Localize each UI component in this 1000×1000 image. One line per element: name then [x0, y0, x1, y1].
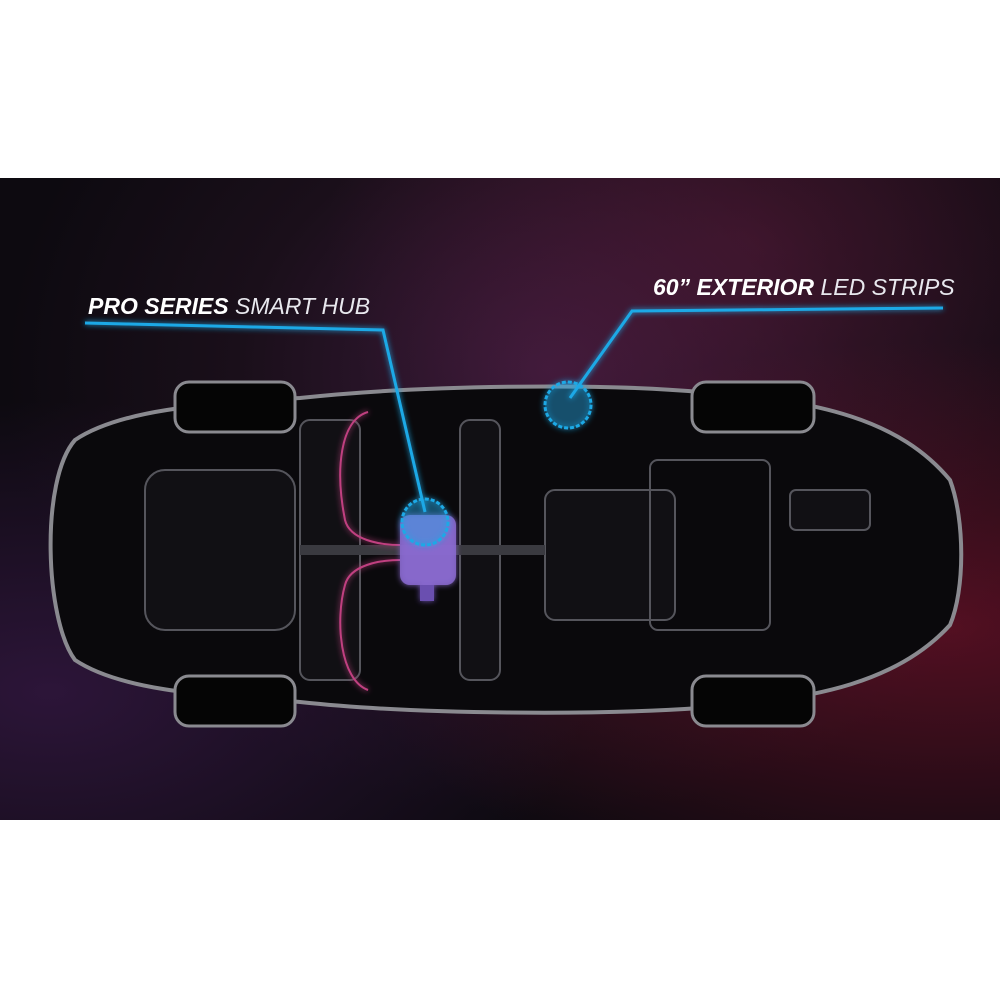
wheel-rear-left — [690, 380, 816, 434]
strips-label-bold: 60” EXTERIOR — [653, 274, 815, 300]
hub-wires — [339, 411, 401, 691]
strips-callout-circle — [543, 380, 593, 430]
hub-label-light: SMART HUB — [235, 293, 371, 319]
wheel-rear-right — [690, 674, 816, 728]
wheel-front-left — [173, 380, 297, 434]
chassis — [144, 419, 871, 681]
strips-label-light: LED STRIPS — [820, 274, 955, 300]
wheels — [173, 380, 816, 728]
hub-callout-label: PRO SERIES SMART HUB — [88, 293, 370, 320]
strips-callout-line — [568, 306, 944, 399]
strips-callout-label: 60” EXTERIOR LED STRIPS — [653, 274, 955, 301]
wheel-front-right — [173, 674, 297, 728]
callout-lines — [84, 306, 944, 547]
hub-callout-circle — [400, 497, 450, 547]
hub-callout-line — [84, 321, 427, 513]
hub-label-bold: PRO SERIES — [88, 293, 229, 319]
